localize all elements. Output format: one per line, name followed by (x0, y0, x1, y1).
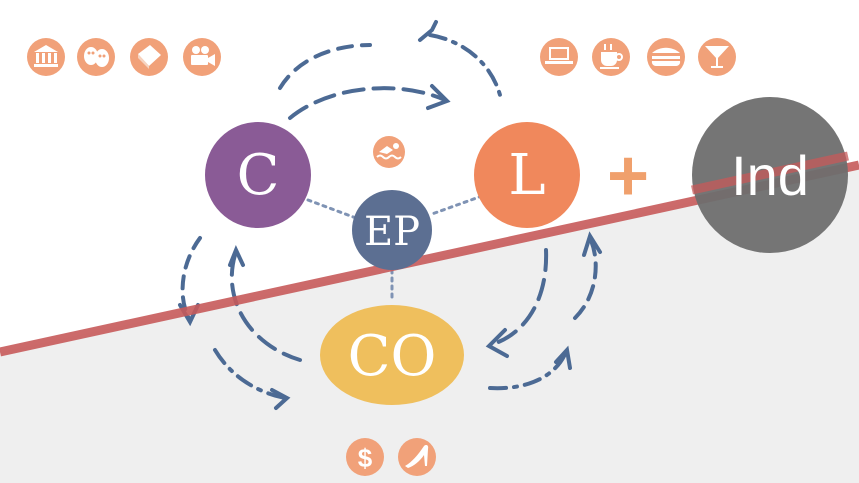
node-l-label: L (508, 143, 545, 208)
cocktail-glyph (705, 46, 729, 68)
arrow-left-short (180, 236, 202, 322)
node-ep-circle (352, 190, 432, 270)
connector-c-ep (306, 198, 358, 220)
arrow-bottom-left (213, 348, 287, 400)
arrow-top-right-head (418, 20, 438, 42)
node-ep: EP (352, 190, 432, 270)
icon-book (130, 38, 168, 76)
museum-icon (27, 38, 65, 76)
icon-heel (398, 438, 436, 476)
arrow-right-long-head (485, 328, 509, 358)
arrow-right-long (488, 248, 549, 347)
book-glyph (138, 45, 161, 69)
museum-icon-glyph (34, 45, 58, 67)
arrow-bottom-left-head (270, 388, 291, 410)
icon-camera (183, 38, 221, 76)
movie-camera-glyph (191, 46, 215, 66)
arrow-right-up-head (582, 231, 602, 257)
dollar-glyph: $ (358, 443, 373, 473)
node-ep-label: EP (364, 209, 420, 255)
dollar-icon (346, 438, 384, 476)
icon-cocktail (698, 38, 736, 76)
icon-dollar: $ (346, 438, 384, 476)
icon-food (647, 38, 685, 76)
laptop-glyph (545, 47, 573, 64)
node-c-label: C (237, 143, 280, 208)
arrow-top-long-head (426, 84, 451, 110)
icon-laptop (540, 38, 578, 76)
food-glyph (651, 47, 681, 67)
theater-masks-glyph (84, 47, 109, 67)
ep-connectors (306, 194, 484, 304)
node-c-circle (205, 122, 311, 228)
arrow-left-long-head (228, 244, 245, 267)
arrow-bottom-right-head (554, 345, 572, 370)
plus-sign: + (607, 136, 649, 216)
high-heel-glyph (405, 445, 429, 468)
arrow-top-left-short (278, 43, 372, 90)
arrow-top-long (288, 86, 447, 120)
swimming-glyph (376, 143, 402, 160)
arrow-right-up (573, 236, 598, 320)
divider-over-ind (691, 151, 849, 195)
arrow-left-long (229, 253, 302, 362)
node-c: C (205, 122, 311, 228)
icon-coffee (592, 38, 630, 76)
arrow-bottom-right (488, 350, 568, 391)
node-co-ellipse (320, 305, 464, 405)
icon-swimming (373, 136, 405, 168)
icon-museum (27, 38, 65, 76)
node-co: CO (320, 305, 464, 405)
node-l-circle (474, 122, 580, 228)
node-co-label: CO (348, 324, 437, 389)
arrow-top-right (428, 33, 502, 97)
node-ind-label: Ind (731, 144, 809, 207)
connector-l-ep (430, 194, 484, 216)
icon-theater (77, 38, 115, 76)
node-l: L (474, 122, 580, 228)
coffee-cup-glyph (600, 44, 623, 69)
node-ind: Ind (691, 97, 849, 253)
